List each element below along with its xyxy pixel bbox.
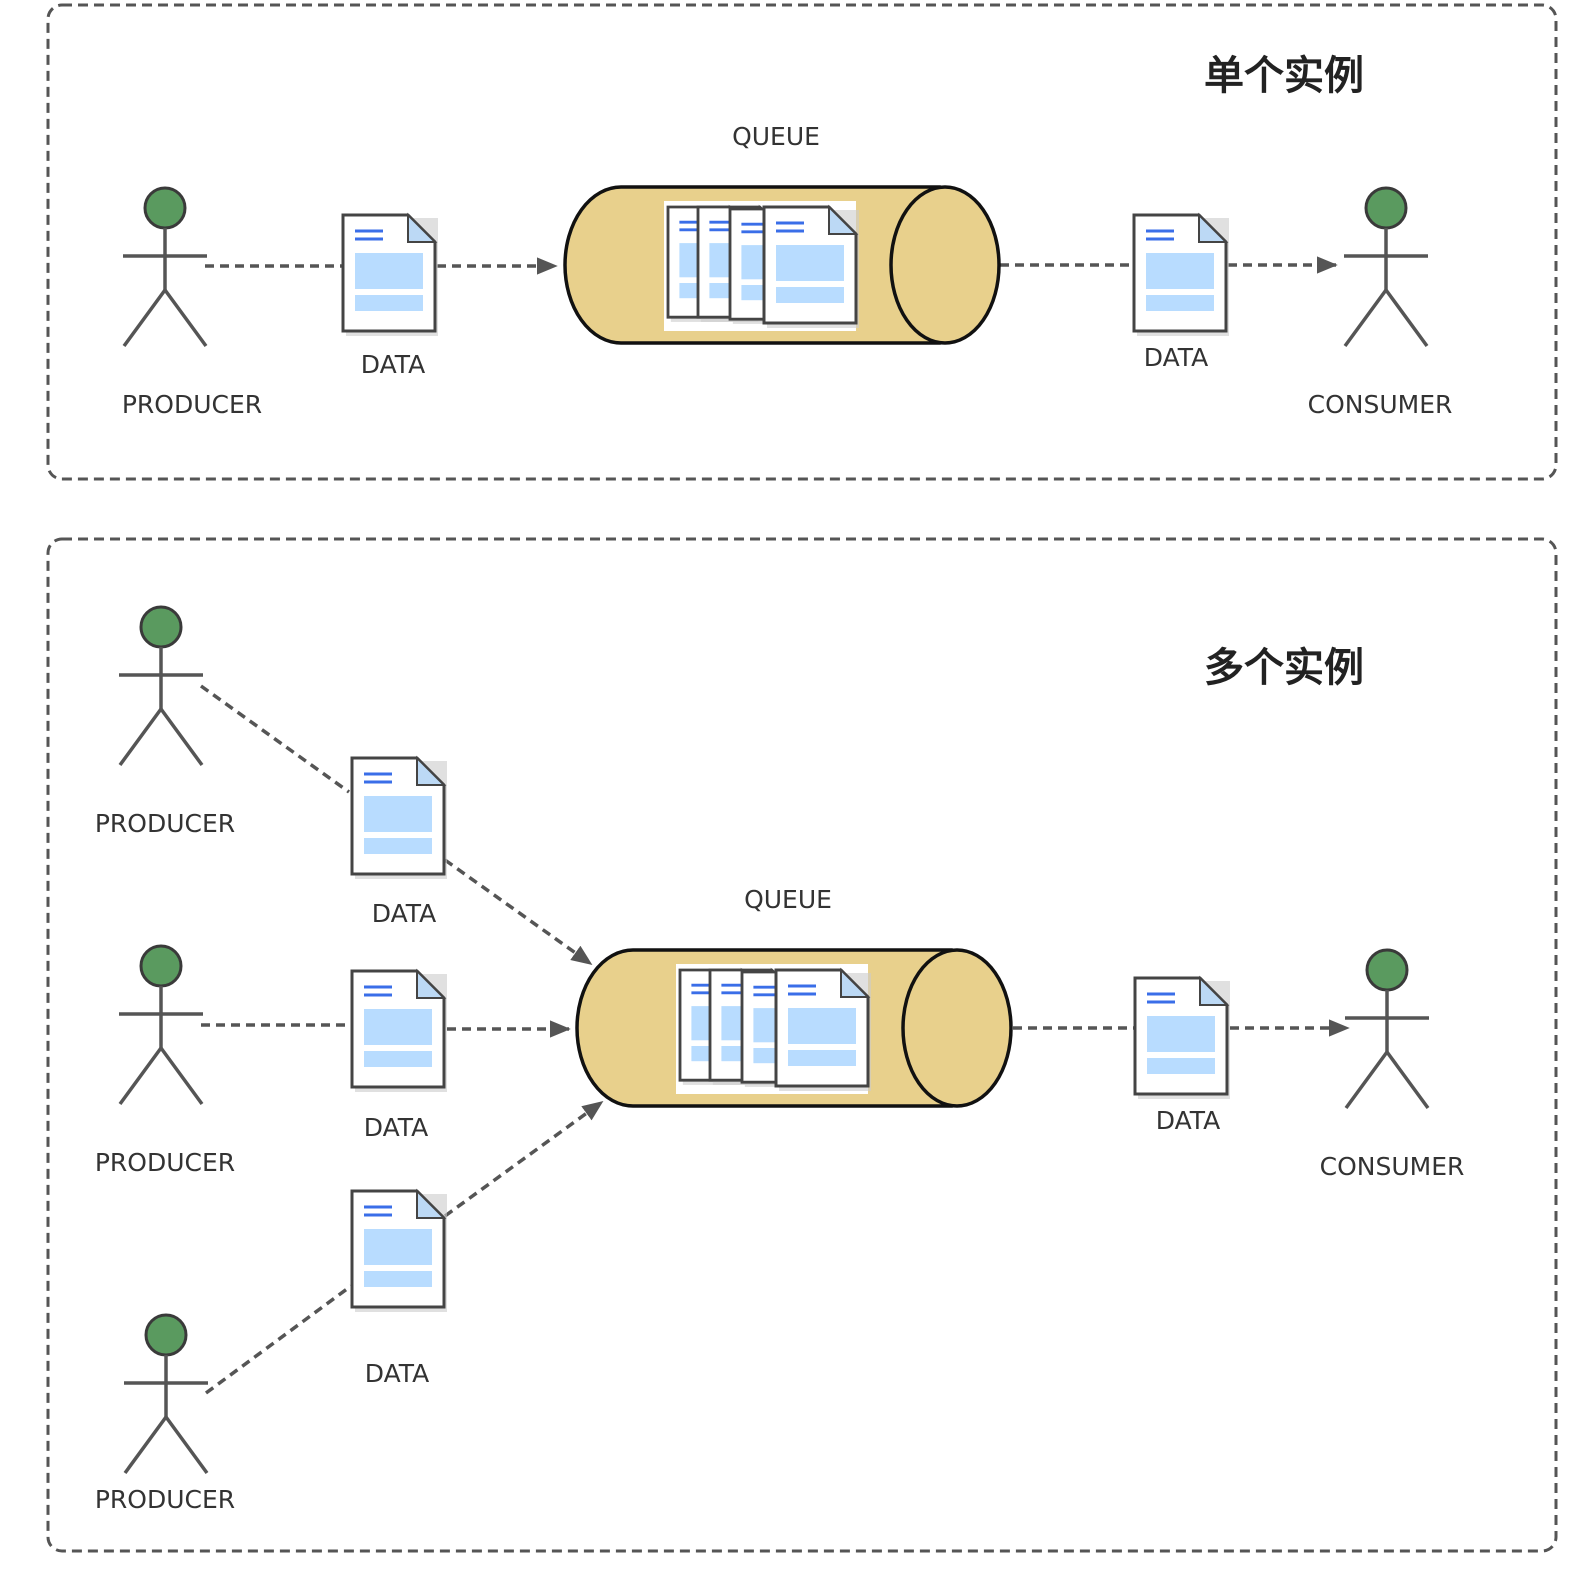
queued-documents-icon	[664, 201, 859, 331]
single-instance-panel: 单个实例 PRODUCER DATA QUEUE DATA CONSUMER	[46, 3, 1558, 481]
stick-figure-icon	[122, 1313, 210, 1475]
producer-actor	[122, 1313, 210, 1475]
data-label: DATA	[361, 350, 425, 379]
producer-actor	[121, 186, 209, 348]
stick-figure-icon	[117, 605, 205, 767]
data-document-icon	[341, 213, 440, 338]
single-instance-frame	[46, 3, 1558, 481]
multi-instance-frame	[46, 537, 1558, 1553]
multi-instance-panel: 多个实例 PRODUCER PRODUCER PRODUCER DATA DAT…	[46, 537, 1558, 1553]
data-document-icon	[1132, 213, 1231, 338]
data-to-queue-arrow	[443, 1100, 604, 1218]
producer-label: PRODUCER	[95, 809, 235, 838]
data-label: DATA	[1156, 1106, 1220, 1135]
data-document-icon	[350, 969, 449, 1094]
data-to-queue-arrow	[443, 858, 593, 966]
producer-actor	[117, 605, 205, 767]
data-label: DATA	[365, 1359, 429, 1388]
producer-actor	[117, 944, 205, 1106]
stick-figure-icon	[1343, 948, 1431, 1110]
producer-label: PRODUCER	[95, 1148, 235, 1177]
data-document-icon	[350, 756, 449, 881]
data-document-icon	[350, 1189, 449, 1314]
stick-figure-icon	[117, 944, 205, 1106]
queue-label: QUEUE	[732, 122, 820, 151]
single-instance-title: 单个实例	[1204, 53, 1364, 99]
producer-label: PRODUCER	[122, 390, 262, 419]
producer-label: PRODUCER	[95, 1485, 235, 1514]
consumer-actor	[1342, 186, 1430, 348]
stick-figure-icon	[1342, 186, 1430, 348]
data-label: DATA	[1144, 343, 1208, 372]
multi-instance-title: 多个实例	[1204, 645, 1364, 691]
data-label: DATA	[364, 1113, 428, 1142]
producer-to-data-connector	[204, 1284, 353, 1395]
queue-label: QUEUE	[744, 885, 832, 914]
queued-documents-icon	[676, 964, 871, 1094]
consumer-label: CONSUMER	[1308, 390, 1453, 419]
data-label: DATA	[372, 899, 436, 928]
producer-to-data-connector	[199, 684, 351, 794]
data-document-icon	[1133, 976, 1232, 1101]
consumer-actor	[1343, 948, 1431, 1110]
consumer-label: CONSUMER	[1320, 1152, 1465, 1181]
stick-figure-icon	[121, 186, 209, 348]
